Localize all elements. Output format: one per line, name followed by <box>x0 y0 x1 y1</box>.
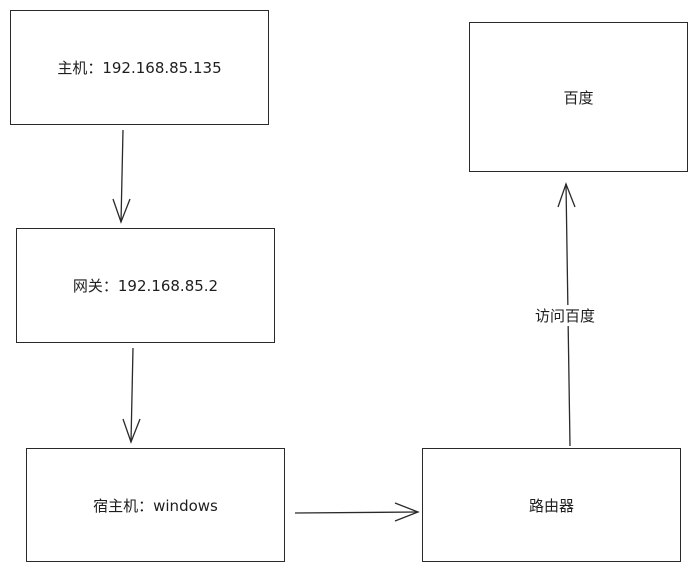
node-gateway[interactable]: 网关：192.168.85.2 <box>16 228 275 343</box>
node-host[interactable]: 主机：192.168.85.135 <box>10 10 269 125</box>
node-router[interactable]: 路由器 <box>422 448 681 562</box>
edge-host-to-gateway <box>112 129 131 224</box>
node-baidu[interactable]: 百度 <box>469 22 688 172</box>
node-gateway-label: 网关：192.168.85.2 <box>72 277 219 295</box>
edge-line <box>120 129 124 223</box>
edge-label-visit-baidu: 访问百度 <box>535 305 596 326</box>
node-router-label: 路由器 <box>528 496 574 515</box>
arrowhead-icon <box>112 198 131 224</box>
edge-hostwin-to-router <box>294 502 420 522</box>
arrowhead-icon <box>557 182 576 208</box>
node-host-windows-label: 宿主机：windows <box>93 496 218 515</box>
arrowhead-icon <box>122 418 141 444</box>
node-baidu-label: 百度 <box>563 88 594 107</box>
arrowhead-icon <box>394 502 420 522</box>
node-host-windows[interactable]: 宿主机：windows <box>26 448 285 562</box>
node-host-label: 主机：192.168.85.135 <box>57 59 222 77</box>
edge-gateway-to-hostwin <box>122 347 141 444</box>
edge-line <box>130 347 134 443</box>
edge-line <box>294 511 419 514</box>
